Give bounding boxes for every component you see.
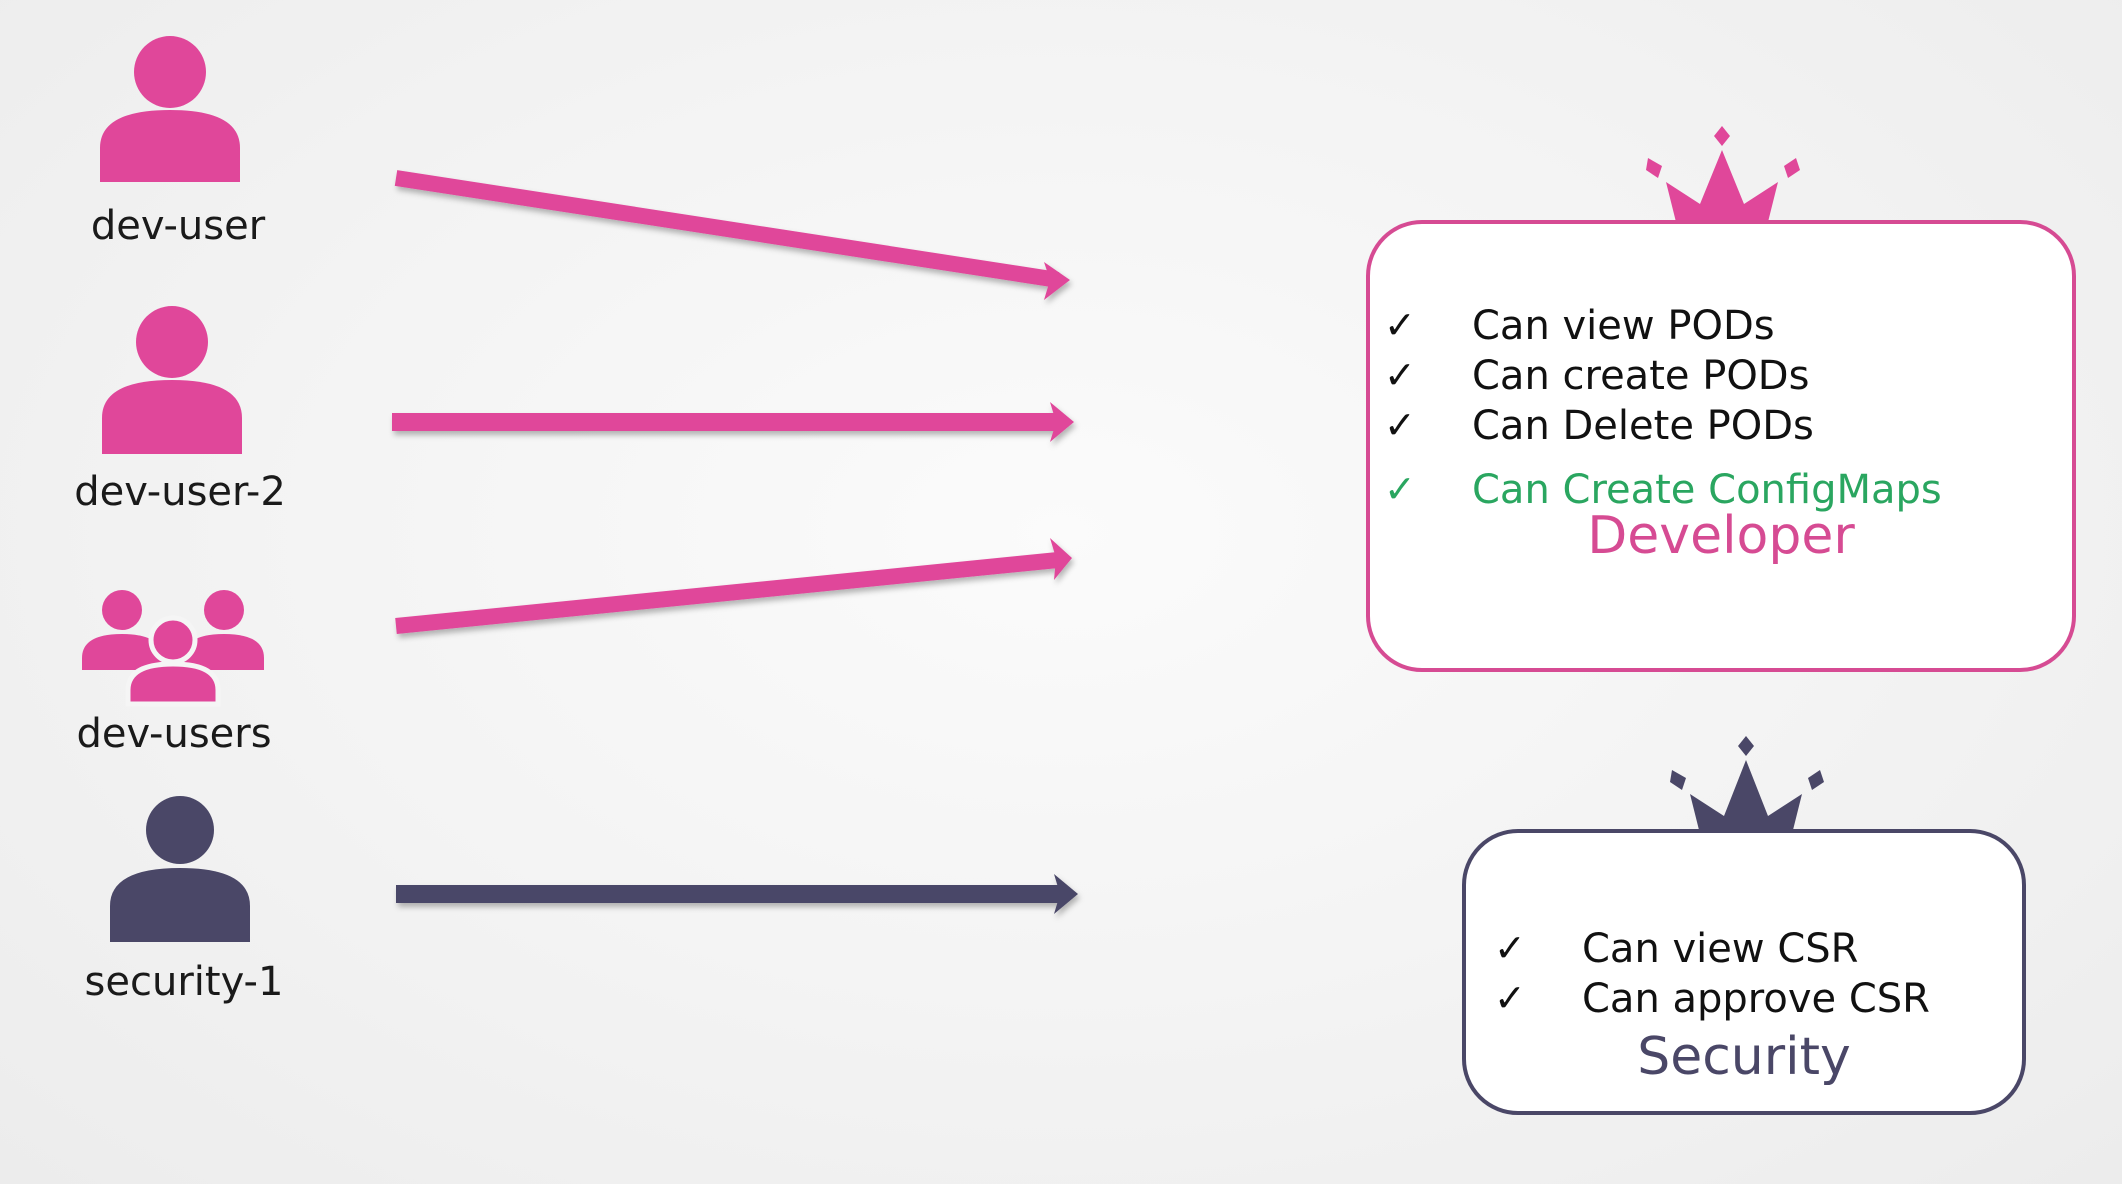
security-role-box: ✓ Can view CSR ✓ Can approve CSR Securit… xyxy=(1462,829,2026,1115)
check-icon: ✓ xyxy=(1384,303,1416,347)
check-icon: ✓ xyxy=(1494,976,1526,1020)
arrow-dev-user xyxy=(394,170,1070,300)
arrow-dev-users xyxy=(395,538,1072,634)
check-icon: ✓ xyxy=(1494,926,1526,970)
dev-user-2-label: dev-user-2 xyxy=(74,469,286,515)
arrow-security-1 xyxy=(396,874,1078,914)
developer-role-title: Developer xyxy=(1587,506,1855,566)
security-1-label: security-1 xyxy=(84,959,284,1005)
check-icon: ✓ xyxy=(1384,467,1416,511)
security-role-title: Security xyxy=(1637,1027,1851,1087)
dev-user-icon xyxy=(100,36,240,182)
permission-text: Can create PODs xyxy=(1472,353,1810,399)
check-icon: ✓ xyxy=(1384,403,1416,447)
security-1-icon xyxy=(110,796,250,942)
permission-text: Can approve CSR xyxy=(1582,976,1930,1022)
developer-role-box: ✓ Can view PODs ✓ Can create PODs ✓ Can … xyxy=(1366,220,2076,672)
arrow-dev-user-2 xyxy=(392,402,1074,442)
dev-users-group-icon xyxy=(82,590,264,707)
dev-user-label: dev-user xyxy=(90,203,266,249)
dev-users-label: dev-users xyxy=(76,711,272,757)
check-icon: ✓ xyxy=(1384,353,1416,397)
dev-user-2-icon xyxy=(102,306,242,454)
permission-text: Can Create ConfigMaps xyxy=(1472,467,1942,513)
permission-text: Can Delete PODs xyxy=(1472,403,1814,449)
permission-text: Can view PODs xyxy=(1472,303,1775,349)
permission-text: Can view CSR xyxy=(1582,926,1859,972)
